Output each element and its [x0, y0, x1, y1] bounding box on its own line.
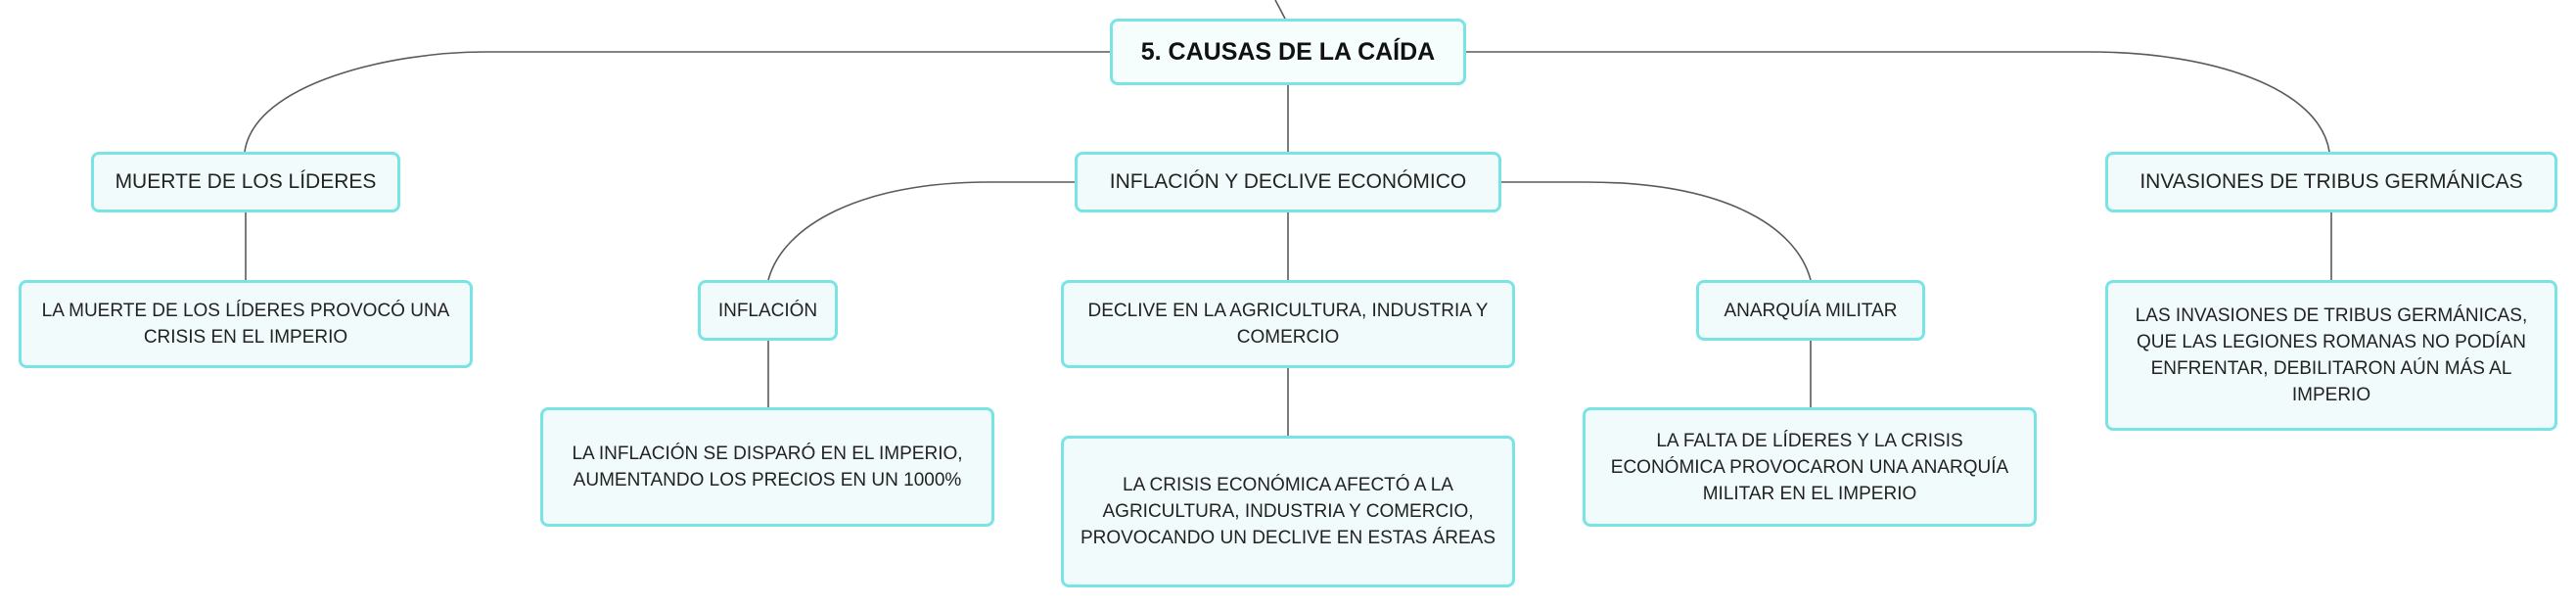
topic-label: INFLACIÓN Y DECLIVE ECONÓMICO — [1109, 170, 1467, 193]
central-topic-label: 5. CAUSAS DE LA CAÍDA — [1140, 37, 1436, 66]
connector-root-to-leaders — [244, 51, 1110, 153]
subtopic-inflacion[interactable]: INFLACIÓN — [698, 280, 838, 341]
topic-inflacion-declive[interactable]: INFLACIÓN Y DECLIVE ECONÓMICO — [1075, 152, 1501, 212]
subtopic-anarquia-detail[interactable]: LA FALTA DE LÍDERES Y LA CRISIS ECONÓMIC… — [1583, 407, 2037, 527]
connector-economy-to-anarchy — [1501, 181, 1812, 281]
subtopic-label: INFLACIÓN — [717, 300, 818, 321]
subtopic-label: DECLIVE EN LA AGRICULTURA, INDUSTRIA Y C… — [1087, 301, 1489, 348]
central-topic[interactable]: 5. CAUSAS DE LA CAÍDA — [1110, 19, 1466, 85]
subtopic-anarquia-militar[interactable]: ANARQUÍA MILITAR — [1696, 280, 1925, 341]
connector-economy-to-inflation — [767, 181, 1075, 281]
subtopic-text: LA CRISIS ECONÓMICA AFECTÓ A LA AGRICULT… — [1080, 475, 1496, 548]
subtopic-declive-detail[interactable]: LA CRISIS ECONÓMICA AFECTÓ A LA AGRICULT… — [1061, 436, 1515, 587]
subtopic-muerte-lideres-detail[interactable]: LA MUERTE DE LOS LÍDERES PROVOCÓ UNA CRI… — [19, 280, 473, 368]
subtopic-declive-agricultura[interactable]: DECLIVE EN LA AGRICULTURA, INDUSTRIA Y C… — [1061, 280, 1515, 368]
topic-invasiones[interactable]: INVASIONES DE TRIBUS GERMÁNICAS — [2105, 152, 2557, 212]
connector-parent-link — [1274, 0, 1286, 20]
subtopic-text: LAS INVASIONES DE TRIBUS GERMÁNICAS, QUE… — [2135, 305, 2528, 405]
subtopic-inflacion-detail[interactable]: LA INFLACIÓN SE DISPARÓ EN EL IMPERIO, A… — [540, 407, 994, 527]
subtopic-invasiones-detail[interactable]: LAS INVASIONES DE TRIBUS GERMÁNICAS, QUE… — [2105, 280, 2557, 431]
subtopic-text: LA MUERTE DE LOS LÍDERES PROVOCÓ UNA CRI… — [41, 301, 450, 348]
topic-label: INVASIONES DE TRIBUS GERMÁNICAS — [2139, 170, 2523, 193]
topic-muerte-lideres[interactable]: MUERTE DE LOS LÍDERES — [91, 152, 400, 212]
topic-label: MUERTE DE LOS LÍDERES — [115, 170, 377, 193]
subtopic-text: LA INFLACIÓN SE DISPARÓ EN EL IMPERIO, A… — [572, 444, 963, 490]
subtopic-text: LA FALTA DE LÍDERES Y LA CRISIS ECONÓMIC… — [1610, 430, 2009, 504]
connector-root-to-invasions — [1465, 51, 2330, 153]
subtopic-label: ANARQUÍA MILITAR — [1724, 300, 1898, 321]
